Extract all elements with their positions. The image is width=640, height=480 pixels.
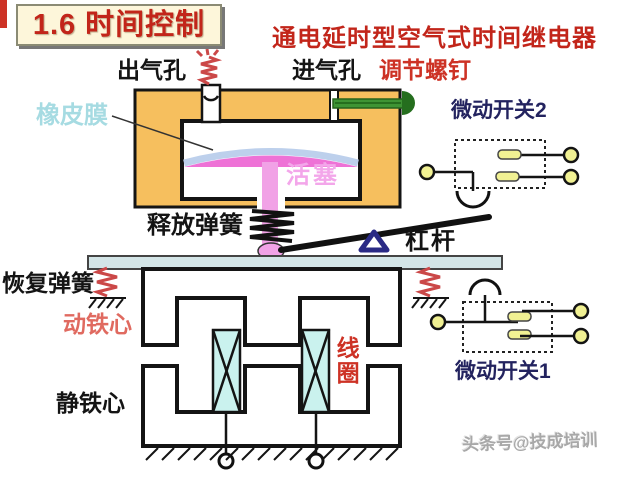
switch1-plunger-cup [468,278,502,296]
recovery-spring-right-icon [411,266,449,309]
outlet-spring-icon [195,48,223,86]
label-air-outlet: 出气孔 [117,57,186,83]
switch2-common-terminal [418,163,436,181]
label-lever: 杠杆 [405,228,457,255]
rubber-membrane-shape [183,148,359,167]
ground-hatch [145,447,399,461]
micro-switch-2-symbol [418,139,580,209]
static-core-shape [141,364,402,448]
air-outlet-tube [200,83,222,124]
coil-right [300,328,331,414]
release-spring-icon [249,209,295,243]
label-moving-core: 动铁心 [63,311,132,337]
label-coil: 线圈 [333,336,360,386]
label-recovery-spring: 恢复弹簧 [2,270,94,296]
page-title: 1.6 时间控制 [16,4,222,46]
switch2-contact-lower [495,171,520,182]
label-piston: 活塞 [286,162,340,189]
switch2-contact-upper [497,149,522,160]
switch1-contact-upper [507,311,532,322]
screw-knob [402,91,415,115]
switch2-terminal-lower [562,168,580,186]
piston-head [184,155,358,167]
membrane-band [183,148,359,167]
switch1-terminal-lower [572,327,590,345]
label-static-core: 静铁心 [56,390,125,416]
slide-edge-mark [0,0,7,28]
coil-left [211,328,242,414]
recovery-spring-left-icon [88,266,126,309]
label-adjust-screw: 调节螺钉 [379,57,471,83]
switch1-terminal-upper [572,302,590,320]
switch1-common-terminal [429,313,447,331]
outlet-valve-cup [202,95,220,102]
moving-core-shape [141,267,402,347]
label-release-spring: 释放弹簧 [147,212,243,239]
adjust-screw-icon [332,91,415,115]
lever-line [278,214,492,253]
membrane-leader-line [111,115,214,151]
switch2-terminal-upper [562,146,580,164]
coil-terminal-right [307,412,325,470]
switch2-plunger-cup [455,190,491,209]
diagram-title: 通电延时型空气式时间继电器 [272,25,597,52]
fulcrum-triangle [358,229,390,253]
switch1-contact-lower [507,329,532,340]
label-air-inlet: 进气孔 [292,57,361,83]
label-micro-switch-1: 微动开关1 [455,360,551,383]
label-rubber-membrane: 橡皮膜 [36,102,108,129]
micro-switch-1-symbol [429,278,590,353]
label-micro-switch-2: 微动开关2 [451,99,547,122]
